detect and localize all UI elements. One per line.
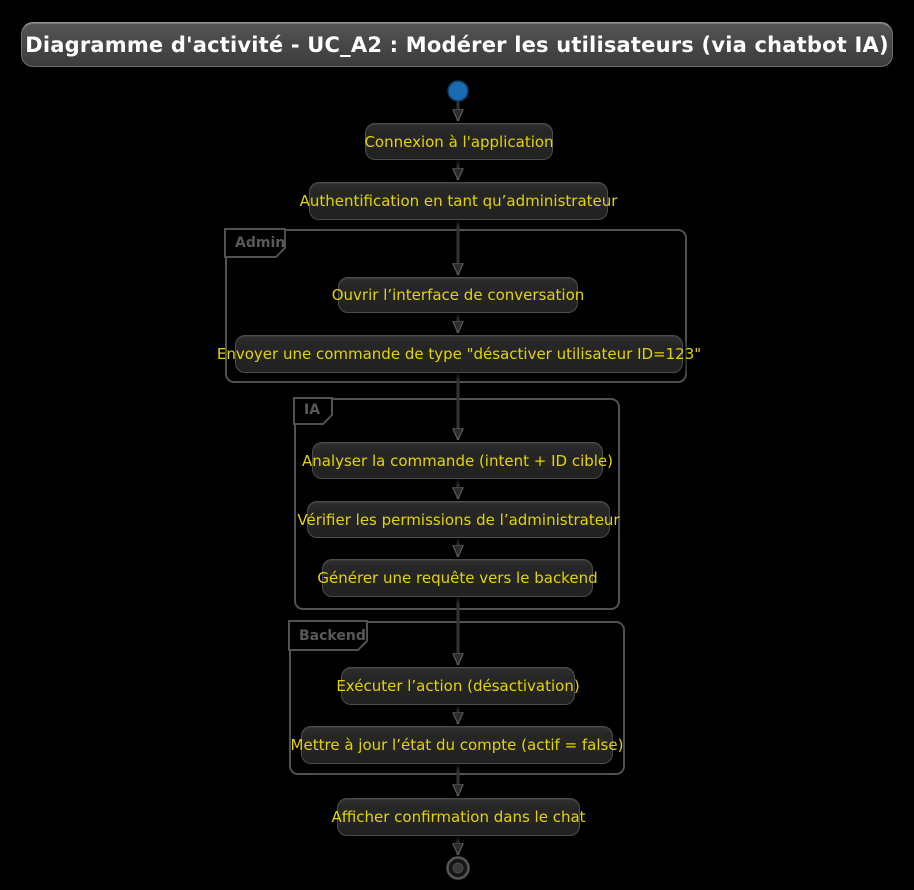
- partition-admin: [225, 229, 687, 383]
- partition-tab-ia: [293, 397, 333, 425]
- partition-label-backend: Backend: [299, 628, 366, 644]
- partition-tab-backend: [288, 620, 368, 651]
- activity-afficher-confirmation: Afficher confirmation dans le chat: [331, 798, 586, 836]
- end-node-inner-dot: [452, 862, 464, 874]
- activity-envoyer-commande: Envoyer une commande de type "désactiver…: [217, 335, 701, 373]
- activity-generer-requete: Générer une requête vers le backend: [317, 559, 598, 597]
- activity-connexion: Connexion à l'application: [364, 123, 554, 160]
- partition-label-ia: IA: [304, 402, 321, 418]
- partition-label-admin: Admin: [235, 235, 286, 251]
- activity-executer-action: Exécuter l’action (désactivation): [336, 667, 580, 705]
- activity-mettre-a-jour: Mettre à jour l’état du compte (actif = …: [291, 726, 623, 764]
- activity-authentification: Authentification en tant qu’administrate…: [300, 182, 617, 220]
- diagram-title: Diagramme d'activité - UC_A2 : Modérer l…: [21, 22, 893, 67]
- activity-verifier-permissions: Vérifier les permissions de l’administra…: [297, 501, 620, 538]
- partition-tab-admin: [224, 228, 286, 258]
- activity-analyser-commande: Analyser la commande (intent + ID cible): [302, 442, 613, 479]
- activity-ouvrir-interface: Ouvrir l’interface de conversation: [332, 277, 584, 313]
- start-node-icon: [447, 80, 469, 102]
